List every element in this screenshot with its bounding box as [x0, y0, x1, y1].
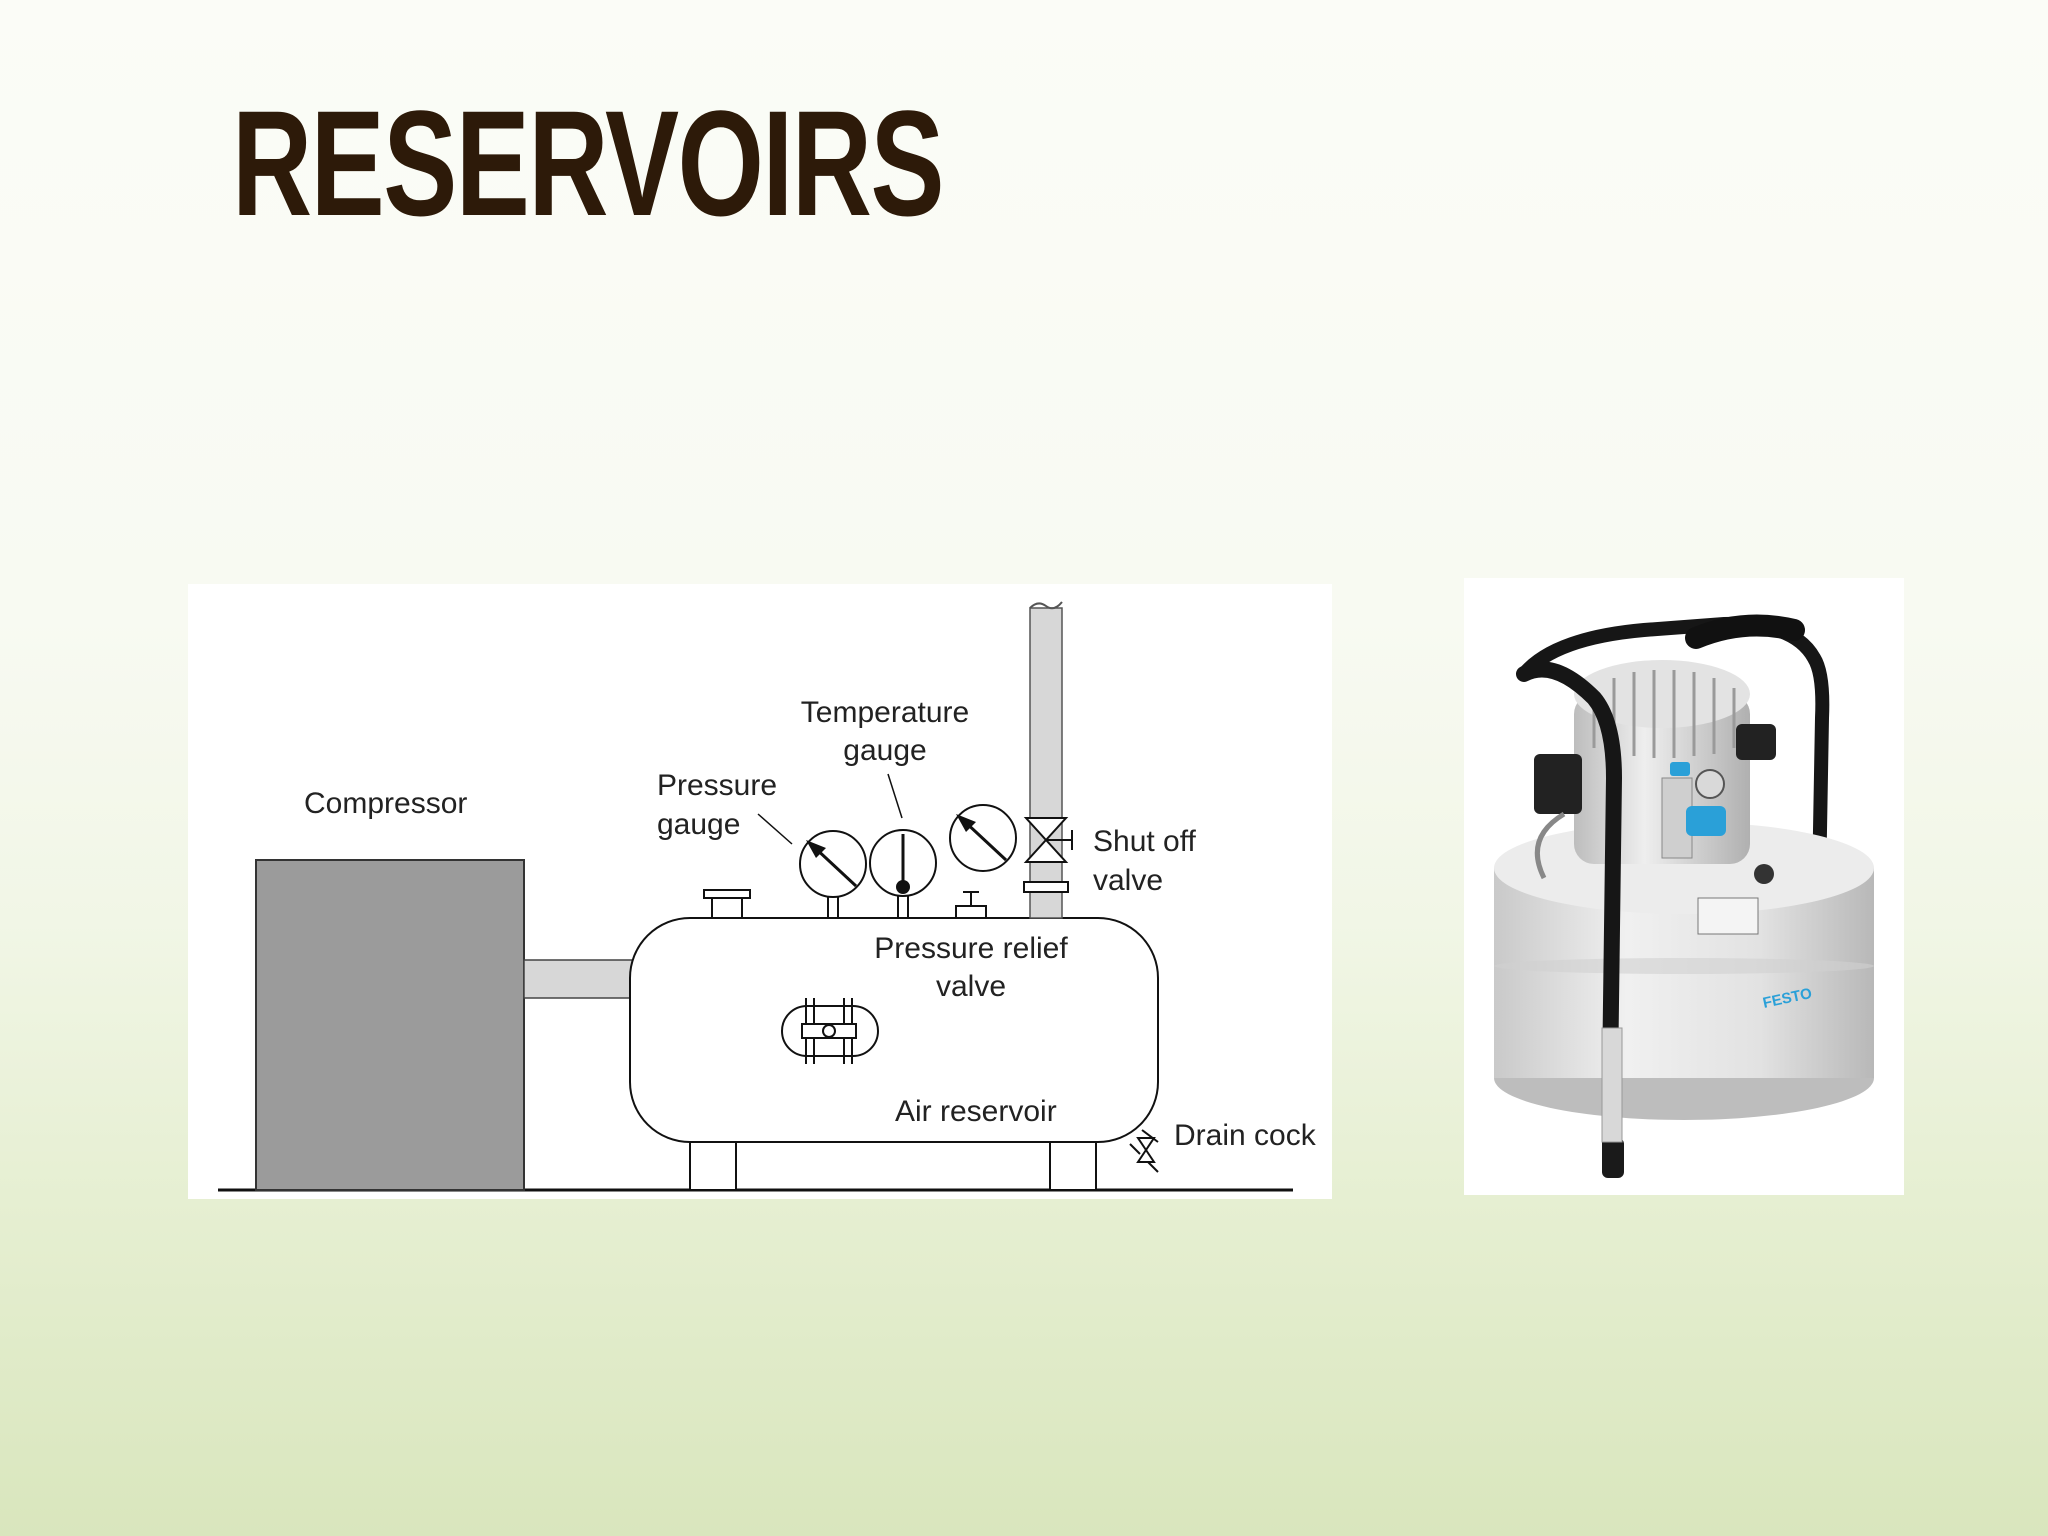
- pressure-gauge-label-line1: Pressure: [657, 769, 777, 802]
- temperature-gauge-label-line1: Temperature: [801, 696, 969, 729]
- pressure-relief-valve-icon: [955, 891, 987, 919]
- rating-plate: [1697, 897, 1759, 935]
- pressure-gauge-icon: [799, 830, 867, 919]
- reservoir-diagram: Compressor Temperature gauge Pressure ga…: [188, 584, 1332, 1199]
- gauge-third-icon: [949, 804, 1017, 872]
- drain-cock-icon: [1129, 1129, 1159, 1173]
- pressure-gauge-leader: [757, 813, 793, 845]
- air-reservoir-label: Air reservoir: [895, 1095, 1057, 1128]
- frame-front: [1516, 661, 1623, 1162]
- temperature-gauge-icon: [869, 829, 937, 919]
- compressor-block: [255, 859, 525, 1191]
- pressure-relief-valve-label-line2: valve: [936, 970, 1006, 1003]
- slide-title: RESERVOIRS: [232, 79, 945, 247]
- tank-inlet-flange: [703, 889, 751, 919]
- compressor-label: Compressor: [304, 787, 467, 820]
- manhole-icon: [781, 998, 879, 1064]
- compressor-tank: [1494, 822, 1874, 1120]
- shut-off-valve-label-line1: Shut off: [1093, 825, 1197, 858]
- handle-grip: [1685, 614, 1805, 649]
- temperature-gauge-label-line2: gauge: [843, 734, 926, 767]
- air-reservoir-tank: [629, 917, 1159, 1143]
- compressor-photo: FESTO: [1464, 578, 1904, 1195]
- outlet-pipe: [1023, 601, 1069, 919]
- drain-cock-label: Drain cock: [1174, 1119, 1317, 1152]
- tank-leg-left: [689, 1139, 737, 1191]
- connecting-pipe: [523, 959, 635, 999]
- shut-off-valve-icon: [1023, 817, 1073, 863]
- shut-off-valve-label-line2: valve: [1093, 864, 1163, 897]
- pressure-gauge-label-line2: gauge: [657, 808, 740, 841]
- temperature-gauge-leader: [887, 773, 903, 819]
- tank-leg-right: [1049, 1139, 1097, 1191]
- pressure-relief-valve-label-line1: Pressure relief: [874, 932, 1068, 965]
